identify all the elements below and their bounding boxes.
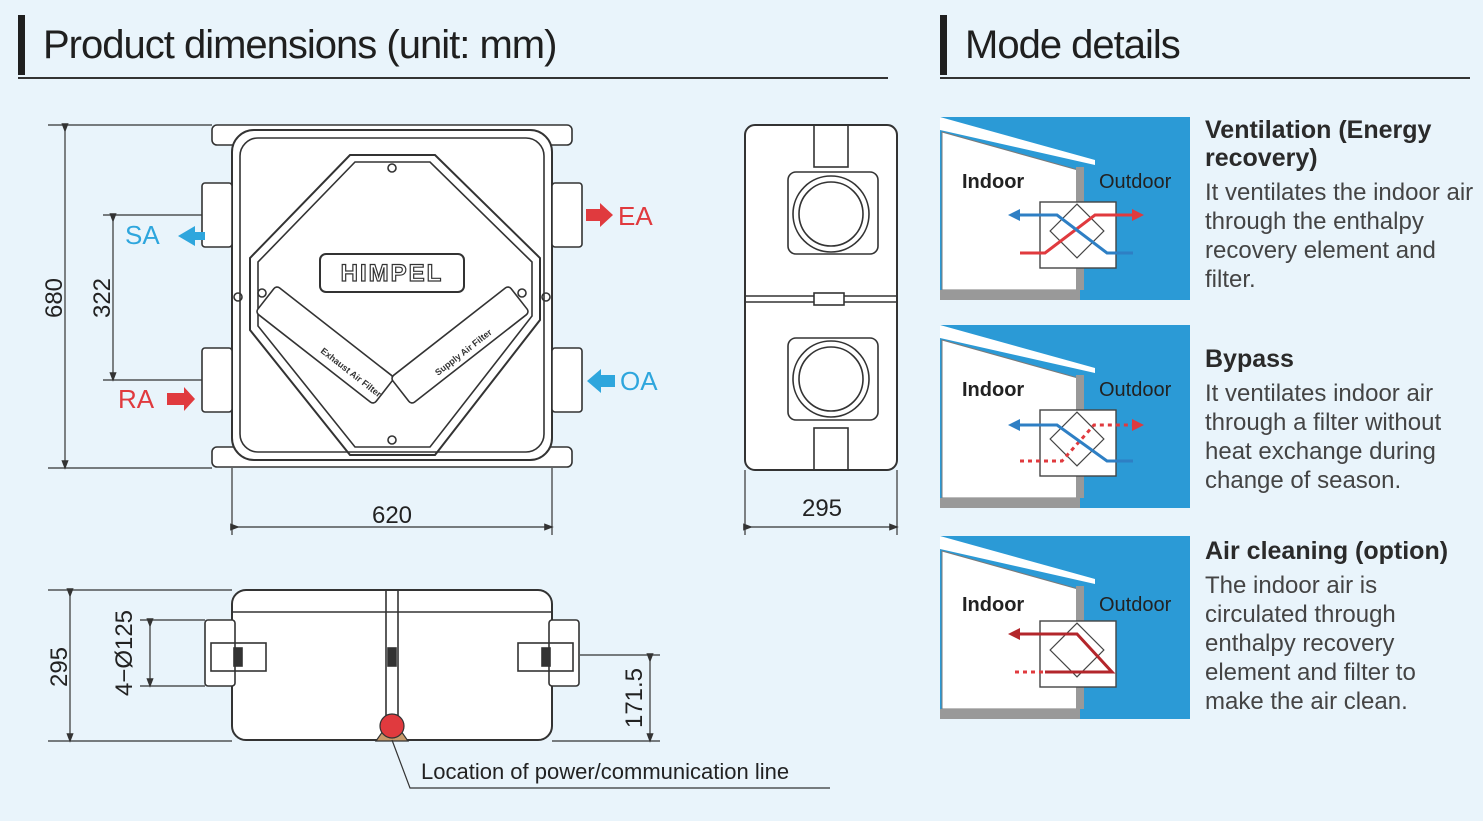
mode-bypass-diagram	[940, 325, 1190, 508]
mode-air-cleaning-title: Air cleaning (option)	[1205, 537, 1449, 565]
side-dimension-lines	[743, 470, 899, 535]
port-ra-label: RA	[118, 384, 155, 414]
mode3-indoor-label: Indoor	[962, 594, 1024, 616]
bottom-view	[204, 589, 580, 741]
side-width-dimension: 295	[802, 495, 842, 522]
mode-bypass-text: Bypass It ventilates indoor air through …	[1205, 345, 1480, 495]
port-spacing-dimension: 322	[89, 278, 116, 318]
svg-text:HIMPEL: HIMPEL	[341, 260, 444, 287]
port-ea-label: EA	[618, 201, 653, 231]
mode-ventilation-description: It ventilates the indoor air through the…	[1205, 179, 1474, 293]
bottom-dimension-lines	[48, 588, 660, 743]
duct-diameter-dimension: 4−Ø125	[111, 610, 138, 696]
mode-ventilation-text: Ventilation (Energy recovery) It ventila…	[1205, 116, 1480, 294]
dimensions-title-rule	[18, 77, 888, 79]
mode1-indoor-label: Indoor	[962, 171, 1024, 193]
mode-bypass-title: Bypass	[1205, 345, 1294, 373]
mode-ventilation-diagram	[940, 117, 1190, 300]
modes-title-rule	[940, 77, 1470, 79]
front-view	[201, 124, 583, 468]
mode-air-cleaning-description: The indoor air is circulated through ent…	[1205, 572, 1416, 715]
port-arrows	[167, 203, 615, 411]
brand-logo: HIMPEL	[319, 253, 465, 293]
bottom-height-dimension: 295	[46, 647, 73, 687]
mode-ventilation-title: Ventilation (Energy recovery)	[1205, 116, 1432, 172]
mode-air-cleaning-text: Air cleaning (option) The indoor air is …	[1205, 537, 1480, 716]
height-dimension: 680	[41, 278, 68, 318]
mode-bypass-description: It ventilates indoor air through a filte…	[1205, 380, 1442, 494]
mode3-outdoor-label: Outdoor	[1099, 594, 1172, 616]
power-line-label: Location of power/communication line	[421, 759, 789, 784]
side-view	[744, 124, 898, 471]
front-dimension-lines	[48, 123, 554, 535]
duct-height-dimension: 171.5	[621, 668, 648, 728]
mode2-outdoor-label: Outdoor	[1099, 379, 1172, 401]
width-dimension: 620	[372, 502, 412, 529]
mode-air-cleaning-diagram	[940, 536, 1190, 719]
modes-title: Mode details	[940, 15, 1181, 75]
dimensions-title: Product dimensions (unit: mm)	[18, 15, 557, 75]
port-oa-label: OA	[620, 366, 658, 396]
port-sa-label: SA	[125, 220, 160, 250]
power-line-location	[374, 713, 830, 789]
mode2-indoor-label: Indoor	[962, 379, 1024, 401]
mode1-outdoor-label: Outdoor	[1099, 171, 1172, 193]
